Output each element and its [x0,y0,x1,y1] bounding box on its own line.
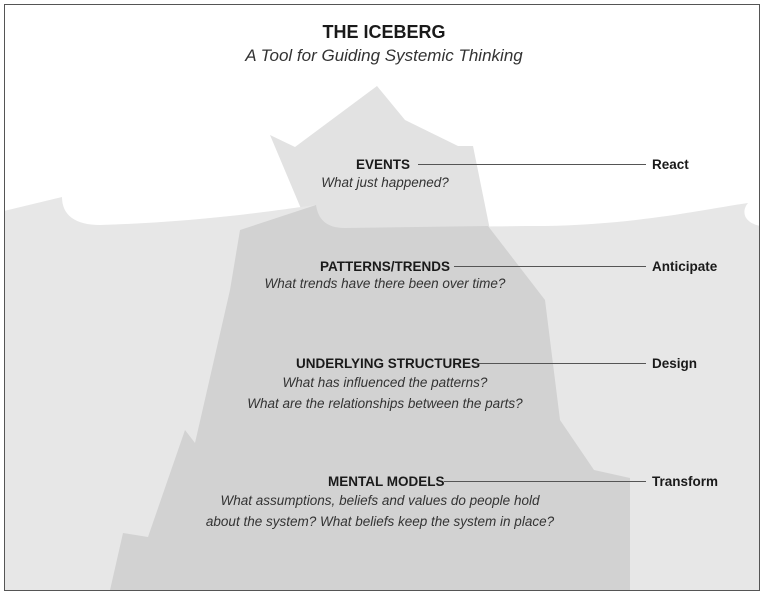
level-question-mental-models-1: What assumptions, beliefs and values do … [220,493,540,508]
level-heading-structures: UNDERLYING STRUCTURES [296,356,481,371]
iceberg-above-water [270,86,490,230]
iceberg-below-water [110,205,630,590]
action-design: Design [652,356,698,371]
action-transform: Transform [652,474,719,489]
level-question-events: What just happened? [321,175,449,190]
connector-line-mental-models [444,481,646,482]
action-react: React [652,157,689,172]
connector-line-structures [476,363,646,364]
diagram-subtitle: A Tool for Guiding Systemic Thinking [245,46,523,65]
level-heading-events: EVENTS [355,157,410,172]
level-question-mental-models-2: about the system? What beliefs keep the … [205,514,555,529]
level-heading-mental-models: MENTAL MODELS [328,474,445,489]
diagram-frame [4,4,760,591]
level-question-patterns: What trends have there been over time? [264,276,506,291]
level-heading-patterns: PATTERNS/TRENDS [320,259,451,274]
diagram-title: THE ICEBERG [322,22,446,42]
level-question-structures-2: What are the relationships between the p… [247,396,523,411]
connector-line-events [418,164,646,165]
level-question-structures-1: What has influenced the patterns? [282,375,488,390]
connector-line-patterns [454,266,646,267]
action-anticipate: Anticipate [652,259,718,274]
